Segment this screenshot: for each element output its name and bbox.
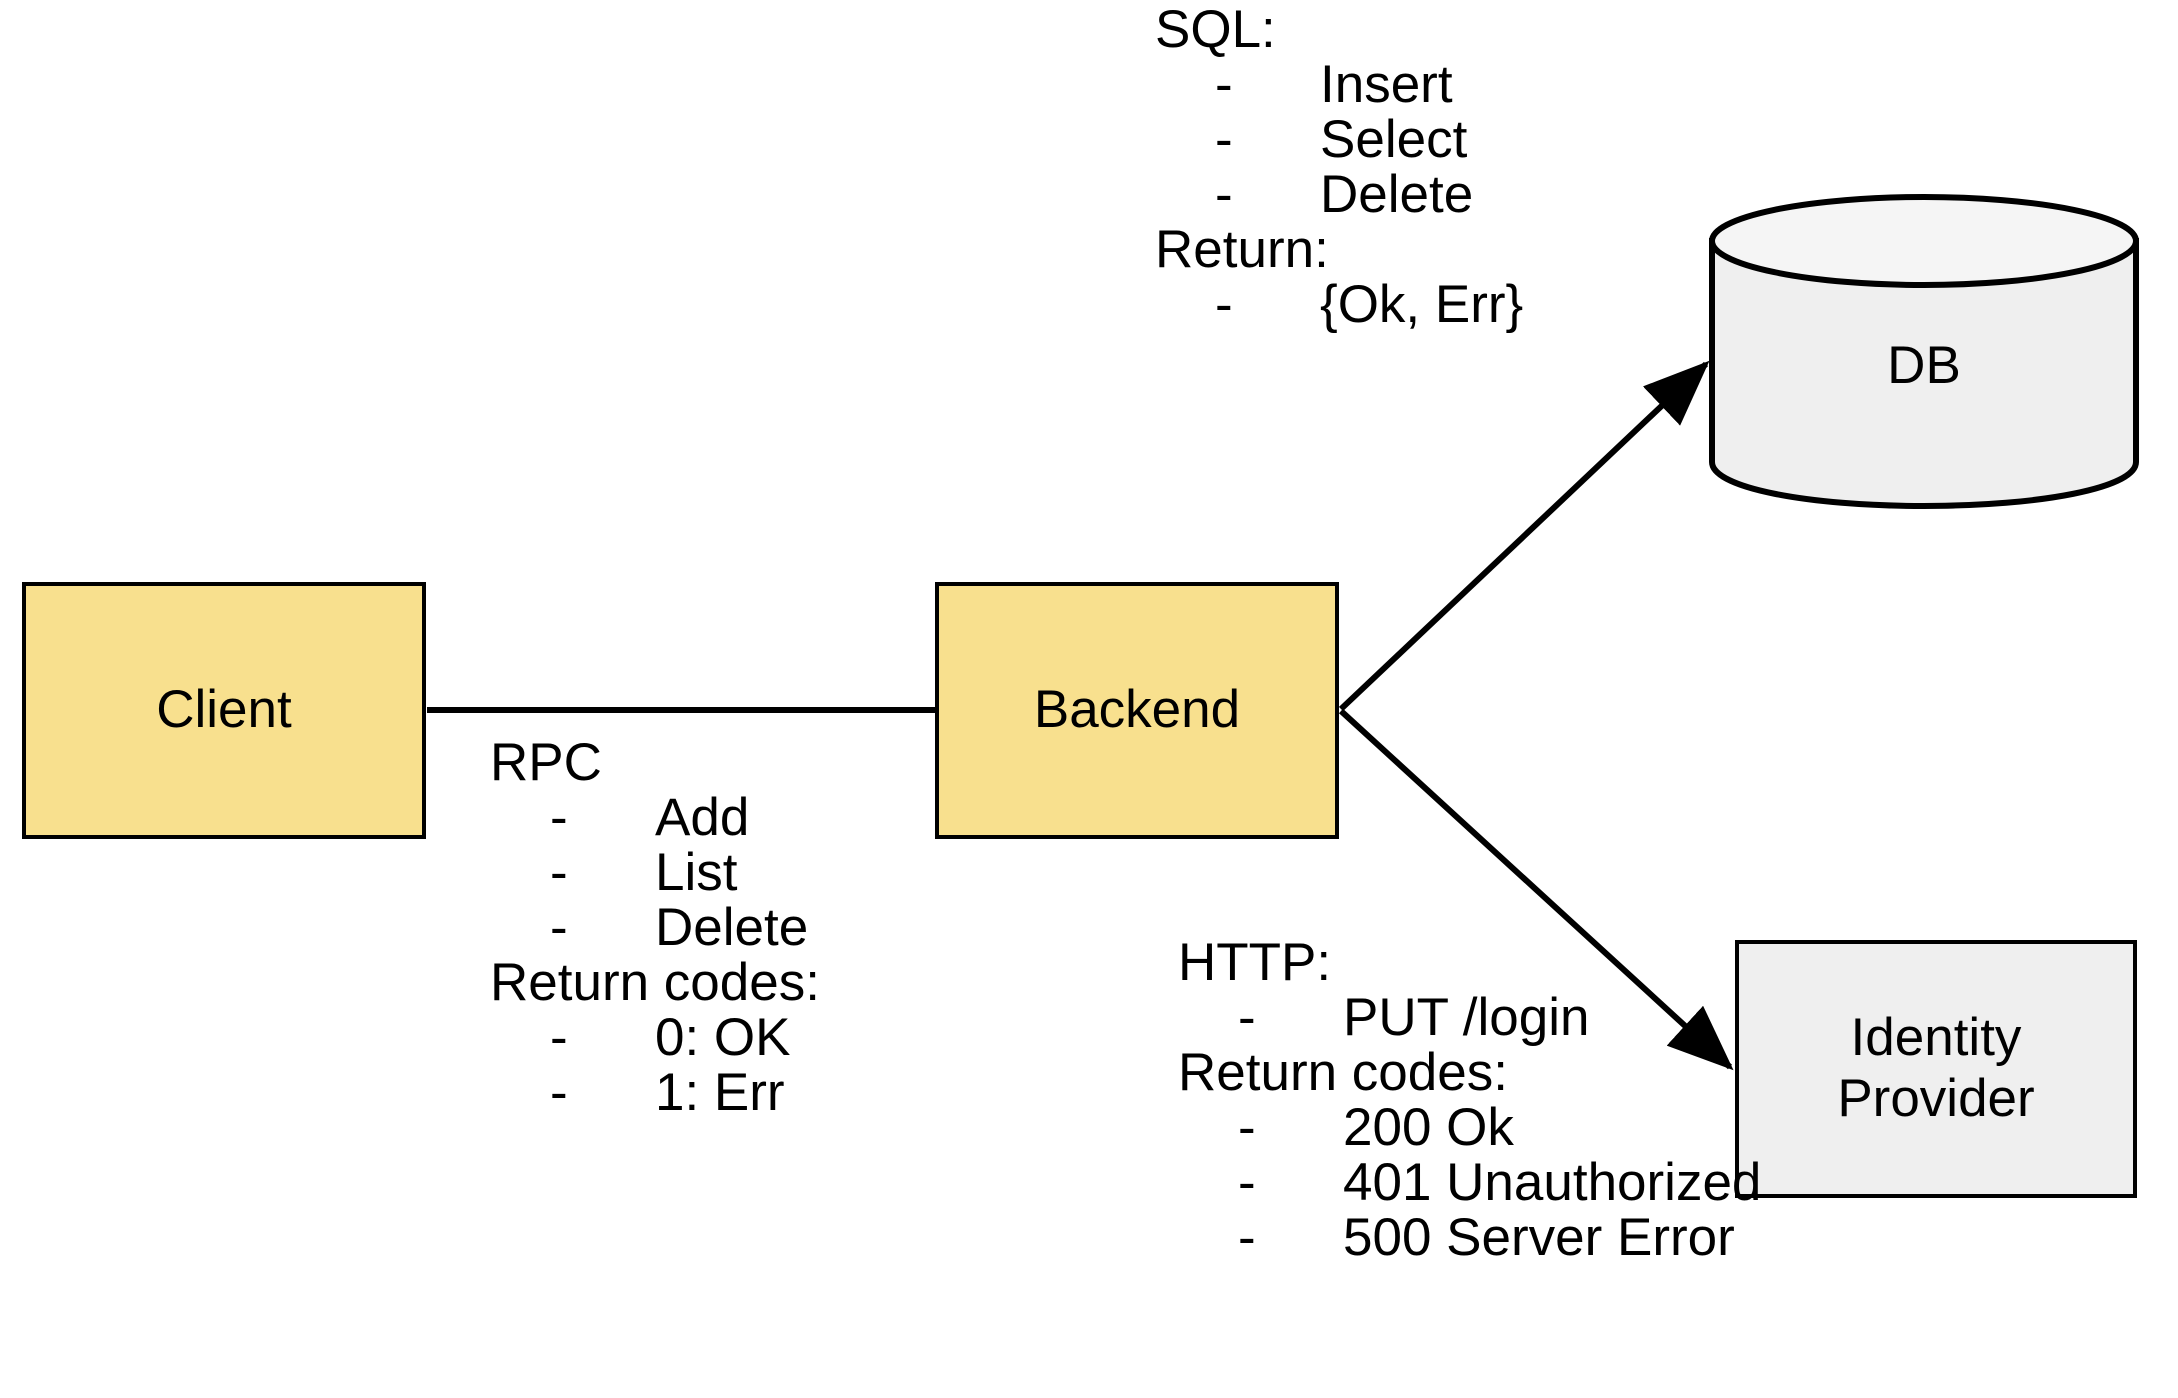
http-return-item: - 500 Server Error: [1178, 1210, 1761, 1265]
sql-item: - Select: [1155, 112, 1523, 167]
node-db-label: DB: [1887, 336, 1961, 395]
bullet-dash: -: [1215, 275, 1233, 334]
bullet-dash: -: [1238, 1153, 1256, 1212]
sql-item: - Delete: [1155, 167, 1523, 222]
http-return-item-label: 200 Ok: [1343, 1098, 1514, 1157]
rpc-return-item: - 1: Err: [490, 1065, 820, 1120]
sql-return-item: - {Ok, Err}: [1155, 277, 1523, 332]
sql-return-heading: Return:: [1155, 220, 1329, 279]
bullet-dash: -: [550, 788, 568, 847]
bullet-dash: -: [550, 1008, 568, 1067]
rpc-return-item-label: 0: OK: [655, 1008, 791, 1067]
cylinder-icon: [1709, 194, 2139, 510]
rpc-item-label: Add: [655, 788, 750, 847]
sql-return-item-label: {Ok, Err}: [1320, 275, 1524, 334]
http-item-label: PUT /login: [1343, 988, 1590, 1047]
rpc-heading: RPC: [490, 733, 602, 792]
annotation-rpc: RPC - Add - List - Delete Return codes: - 0:…: [490, 735, 820, 1120]
rpc-item-label: List: [655, 843, 738, 902]
bullet-dash: -: [1215, 110, 1233, 169]
sql-item-label: Insert: [1320, 55, 1453, 114]
rpc-item-label: Delete: [655, 898, 809, 957]
sql-item-label: Select: [1320, 110, 1468, 169]
http-return-item-label: 401 Unauthorized: [1343, 1153, 1762, 1212]
edge-backend-to-db: [1338, 360, 1710, 712]
edge-backend-to-idp: [1338, 708, 1734, 1071]
rpc-return-item-label: 1: Err: [655, 1063, 785, 1122]
node-client-label: Client: [156, 680, 292, 740]
sql-heading: SQL:: [1155, 0, 1276, 59]
http-heading: HTTP:: [1178, 933, 1332, 992]
http-return-heading: Return codes:: [1178, 1043, 1508, 1102]
bullet-dash: -: [550, 843, 568, 902]
node-identity-provider-label: Identity Provider: [1837, 1008, 2034, 1130]
http-return-item: - 200 Ok: [1178, 1100, 1761, 1155]
sql-item: - Insert: [1155, 57, 1523, 112]
bullet-dash: -: [550, 898, 568, 957]
http-return-item-label: 500 Server Error: [1343, 1208, 1735, 1267]
http-item: - PUT /login: [1178, 990, 1761, 1045]
bullet-dash: -: [1238, 1208, 1256, 1267]
bullet-dash: -: [1238, 988, 1256, 1047]
idp-label-line-1: Identity: [1850, 1008, 2022, 1068]
bullet-dash: -: [550, 1063, 568, 1122]
idp-label-line-2: Provider: [1837, 1069, 2035, 1128]
bullet-dash: -: [1238, 1098, 1256, 1157]
node-client[interactable]: Client: [22, 582, 426, 839]
sql-item-label: Delete: [1320, 165, 1474, 224]
rpc-item: - Delete: [490, 900, 820, 955]
node-backend-label: Backend: [1033, 680, 1241, 740]
bullet-dash: -: [1215, 55, 1233, 114]
bullet-dash: -: [1215, 165, 1233, 224]
node-backend[interactable]: Backend: [935, 582, 1339, 839]
annotation-sql: SQL: - Insert - Select - Delete Return: - {O…: [1155, 2, 1523, 332]
rpc-item: - List: [490, 845, 820, 900]
rpc-return-item: - 0: OK: [490, 1010, 820, 1065]
rpc-return-heading: Return codes:: [490, 953, 820, 1012]
annotation-http: HTTP: -PUT /login Return codes: -200 Ok …: [1178, 935, 1761, 1265]
node-identity-provider[interactable]: Identity Provider: [1735, 940, 2137, 1198]
http-return-item: - 401 Unauthorized: [1178, 1155, 1761, 1210]
rpc-item: - Add: [490, 790, 820, 845]
node-db[interactable]: DB: [1708, 193, 2140, 510]
